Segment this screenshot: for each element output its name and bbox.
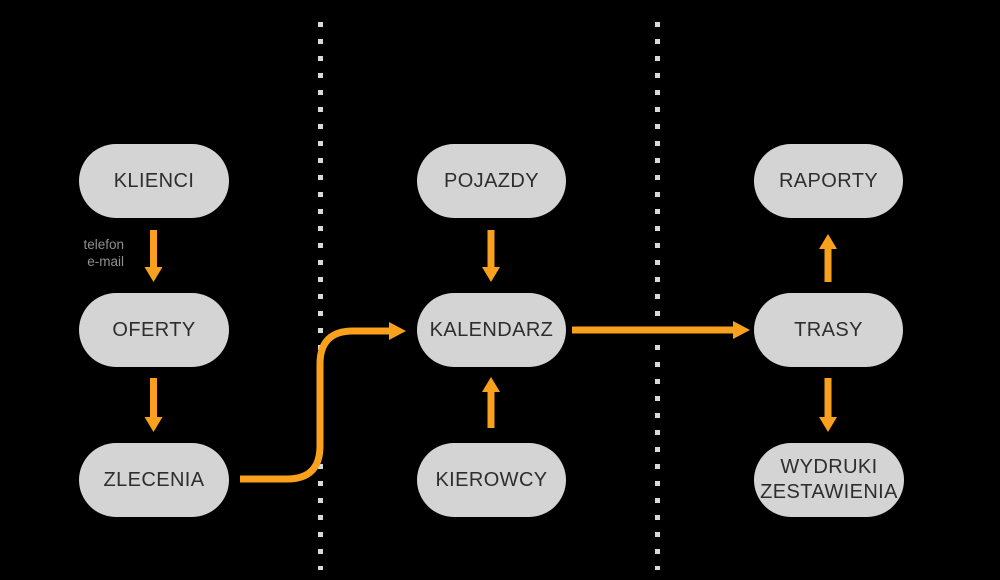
node-raporty: RAPORTY <box>754 144 903 218</box>
node-oferty: OFERTY <box>79 293 229 367</box>
arrowhead-kalendarz-trasy <box>733 321 750 339</box>
arrowhead-trasy-wydruki <box>819 417 837 432</box>
node-klienci: KLIENCI <box>79 144 229 218</box>
arrow-zlecenia-kalendarz <box>240 327 389 483</box>
node-wydruki-zestawienia: WYDRUKI ZESTAWIENIA <box>754 443 904 517</box>
arrowhead-zlecenia-kalendarz <box>389 322 406 340</box>
divider-dotted-left <box>318 22 323 570</box>
edge-label-telefon-email: telefon e-mail <box>83 237 124 269</box>
divider-dotted-right <box>655 22 660 570</box>
arrowhead-trasy-raporty <box>819 234 837 249</box>
arrowhead-kierowcy-kalendarz <box>482 377 500 392</box>
node-trasy: TRASY <box>754 293 903 367</box>
arrowhead-klienci-oferty <box>144 267 163 282</box>
arrowhead-pojazdy-kalendarz <box>482 267 500 282</box>
node-kierowcy: KIEROWCY <box>417 443 566 517</box>
node-pojazdy: POJAZDY <box>417 144 566 218</box>
node-zlecenia: ZLECENIA <box>79 443 229 517</box>
arrowhead-oferty-zlecenia <box>144 417 163 432</box>
node-kalendarz: KALENDARZ <box>417 293 566 367</box>
